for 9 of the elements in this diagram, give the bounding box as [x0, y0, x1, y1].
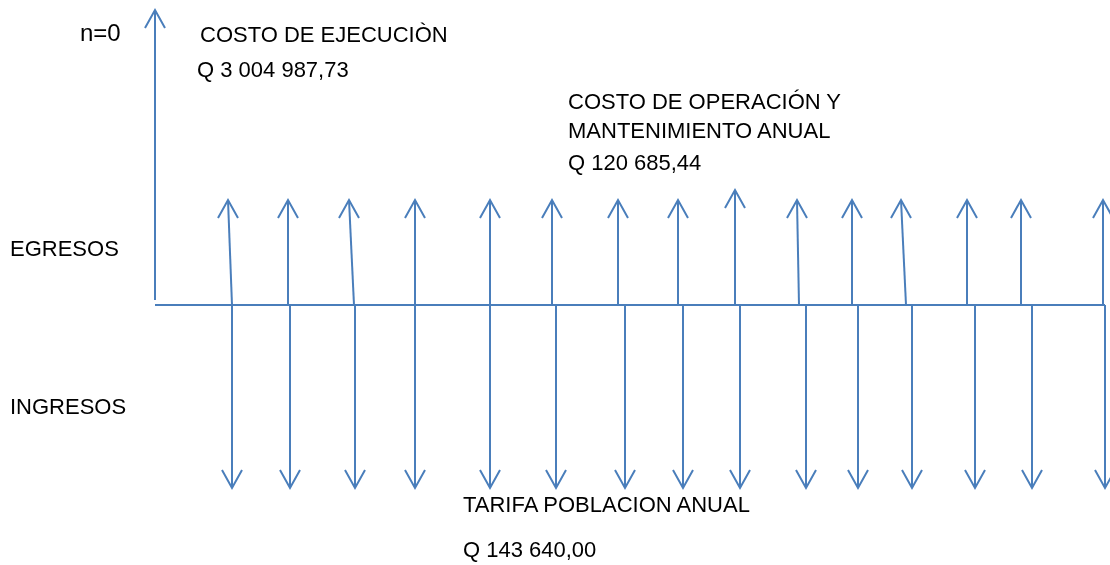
cost-label: COSTO DE EJECUCIÒN: [200, 21, 448, 49]
axis-side-label: EGRESOS: [10, 235, 119, 263]
axis-side-label: INGRESOS: [10, 393, 127, 421]
amount-label: Q 3 004 987,73: [197, 56, 349, 84]
amount-label: Q 143 640,00: [463, 536, 597, 564]
amount-label: Q 120 685,44: [568, 149, 702, 177]
income-label: TARIFA POBLACION ANUAL: [463, 491, 750, 519]
period-label: n=0: [80, 18, 121, 47]
cost-label: COSTO DE OPERACIÓN Y MANTENIMIENTO ANUAL: [568, 88, 842, 145]
